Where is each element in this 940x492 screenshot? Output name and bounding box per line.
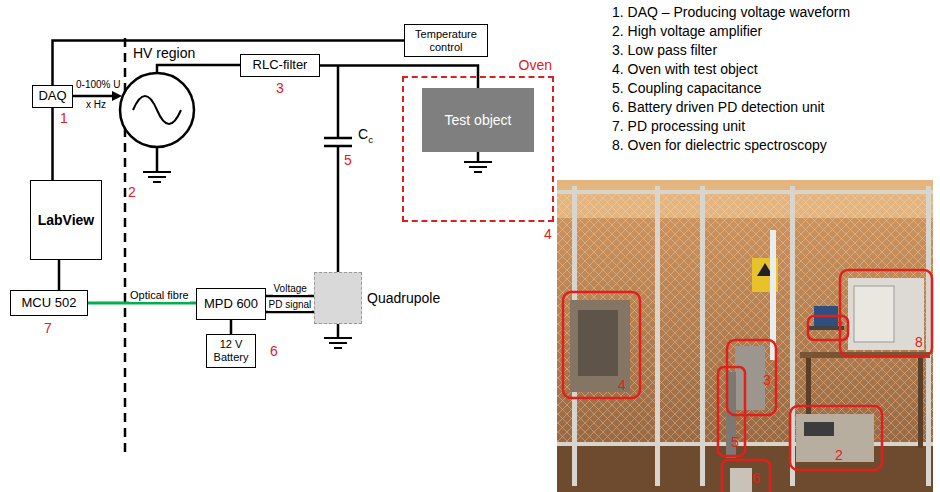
table-leg xyxy=(918,358,923,448)
callout-frame xyxy=(790,406,882,470)
capacitor-wire xyxy=(337,65,340,272)
callout-number: 4 xyxy=(618,377,626,393)
signal-wire xyxy=(72,95,114,98)
callout-number: 8 xyxy=(915,334,923,350)
box-label: DAQ xyxy=(38,89,66,104)
label-subscript: c xyxy=(368,134,373,145)
callout-frame xyxy=(563,292,640,398)
callout-number: 5 xyxy=(731,434,739,450)
ground-symbol xyxy=(464,162,492,172)
quadrupole-box: Quadrupole xyxy=(314,272,362,324)
capacitor-symbol xyxy=(324,138,352,146)
callout-number: 3 xyxy=(763,372,771,388)
connector-label: Optical fibre xyxy=(129,289,190,302)
battery-box: 12 V Battery xyxy=(206,334,256,368)
ground-wire xyxy=(337,324,340,338)
ac-source-symbol xyxy=(120,73,194,147)
callout-number: 1 xyxy=(60,110,68,126)
list-item: 8. Oven for dielectric spectroscopy xyxy=(612,137,827,153)
list-item: 2. High voltage amplifier xyxy=(612,23,762,39)
callout-number: 6 xyxy=(752,470,760,486)
box-label: Temperature control xyxy=(409,28,483,53)
filter-unit xyxy=(735,346,765,410)
callout-frame xyxy=(727,340,776,415)
lab-photo xyxy=(557,180,933,492)
wire-connector xyxy=(58,260,61,290)
callout-number: 6 xyxy=(270,343,278,359)
sine-wave-symbol xyxy=(133,96,181,124)
callout-frame xyxy=(722,460,770,492)
oven-unit xyxy=(848,278,924,350)
list-item: 4. Oven with test object xyxy=(612,61,758,77)
callout-number: 2 xyxy=(128,184,136,200)
component-label: Cc xyxy=(358,126,373,145)
ground-wire xyxy=(156,147,159,172)
ground-symbol xyxy=(324,338,352,348)
region-label: HV region xyxy=(133,45,195,61)
oven-door xyxy=(854,286,894,342)
callout-number: 3 xyxy=(276,80,284,96)
callout-frame xyxy=(718,367,745,456)
signal-cable xyxy=(266,295,314,298)
cabinet-panel xyxy=(578,310,618,376)
list-item: 7. PD processing unit xyxy=(612,118,745,134)
box-label: MPD 600 xyxy=(204,297,258,312)
cage-post xyxy=(926,186,931,486)
cage-post xyxy=(700,186,705,486)
optical-fibre xyxy=(88,302,196,305)
box-label: Oven xyxy=(519,57,552,73)
signal-cable xyxy=(266,311,314,314)
box-label: Quadrupole xyxy=(367,290,440,306)
callout-number: 7 xyxy=(836,320,843,335)
list-item: 6. Battery driven PD detection unit xyxy=(612,99,824,115)
control-box: Temperature control xyxy=(404,24,488,57)
box-label: LabView xyxy=(38,212,95,228)
photo-callout-frames xyxy=(563,270,932,492)
box-label: RLC-filter xyxy=(253,58,308,73)
box-label: Test object xyxy=(445,112,512,128)
box-label: 12 V Battery xyxy=(211,338,251,363)
connector-label: Voltage xyxy=(273,283,308,295)
detection-unit xyxy=(730,468,752,492)
filter-box: RLC-filter xyxy=(240,54,320,77)
connector-label: PD signal xyxy=(268,299,313,311)
cage-rail xyxy=(557,190,933,194)
software-box: LabView xyxy=(30,180,102,260)
wire-connector xyxy=(53,41,405,86)
amplifier-panel xyxy=(804,422,834,436)
processing-unit-box: MCU 502 xyxy=(10,290,88,316)
callout-number: 2 xyxy=(835,447,843,463)
wire-connector xyxy=(230,320,233,334)
callout-frame xyxy=(808,316,848,340)
list-item: 1. DAQ – Producing voltage waveform xyxy=(612,4,850,20)
daq-box: DAQ xyxy=(32,85,73,108)
detection-unit-box: MPD 600 xyxy=(196,288,266,320)
label-part: C xyxy=(358,126,368,142)
hv-wire xyxy=(157,65,240,73)
cage-post xyxy=(655,186,660,486)
box-label: MCU 502 xyxy=(22,296,77,311)
oven-region: OvenTest object xyxy=(402,76,554,222)
callout-frame xyxy=(840,270,932,356)
callout-number: 7 xyxy=(44,320,52,336)
ground-wire xyxy=(477,152,480,162)
callout-number: 4 xyxy=(544,226,552,242)
signal-label: x Hz xyxy=(86,99,106,111)
ground-symbol xyxy=(143,172,171,182)
list-item: 3. Low pass filter xyxy=(612,42,717,58)
wire-connector xyxy=(51,108,54,180)
signal-label: 0-100% U xyxy=(76,79,120,91)
list-item: 5. Coupling capacitance xyxy=(612,80,761,96)
callout-number: 5 xyxy=(344,152,352,168)
test-object: Test object xyxy=(422,88,534,152)
